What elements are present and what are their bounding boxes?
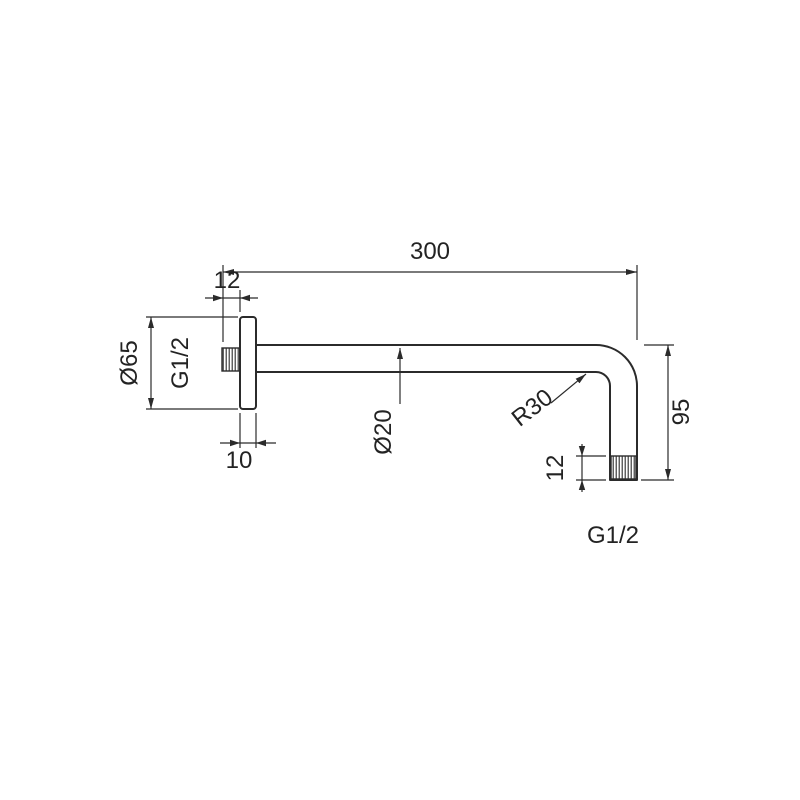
arm-tube-outline — [255, 344, 638, 481]
dim-drop-height-label: 95 — [668, 399, 695, 426]
dim-overall-length-label: 300 — [410, 238, 450, 265]
dim-tube-diameter: Ø20 — [370, 348, 403, 455]
shower-arm-part — [221, 316, 638, 481]
dim-wall-thread-length: 12 — [205, 267, 258, 312]
dim-flange-thickness-label: 10 — [226, 447, 253, 474]
dim-bend-radius: R30 — [507, 373, 587, 432]
arrowhead — [240, 294, 250, 302]
dim-flange-diameter-label: Ø65 — [116, 340, 143, 385]
dim-tube-diameter-label: Ø20 — [370, 409, 397, 454]
dim-overall-length: 300 — [222, 238, 638, 342]
arrowhead — [256, 439, 266, 447]
dim-outlet-thread-length-label: 12 — [542, 455, 569, 482]
outlet-thread — [610, 455, 637, 480]
dim-wall-thread-length-label: 12 — [214, 267, 241, 294]
dim-bend-radius-label: R30 — [507, 384, 558, 432]
arrowhead — [230, 439, 240, 447]
dim-drop-height: 95 — [641, 344, 695, 481]
arrowhead — [578, 446, 586, 456]
dim-outlet-thread-length: 12 — [542, 444, 606, 492]
wall-flange — [239, 316, 257, 410]
arrowhead — [213, 294, 223, 302]
arrowhead — [578, 480, 586, 490]
wall-thread — [221, 347, 241, 372]
label-wall-thread-size: G1/2 — [167, 337, 194, 389]
dim-flange-thickness: 10 — [220, 413, 276, 474]
label-outlet-thread-size: G1/2 — [587, 522, 639, 549]
wall-thread-size-label: G1/2 — [167, 337, 194, 389]
outlet-thread-size-label: G1/2 — [587, 522, 639, 549]
leader-line — [550, 373, 587, 404]
dim-flange-diameter: Ø65 — [116, 316, 238, 410]
